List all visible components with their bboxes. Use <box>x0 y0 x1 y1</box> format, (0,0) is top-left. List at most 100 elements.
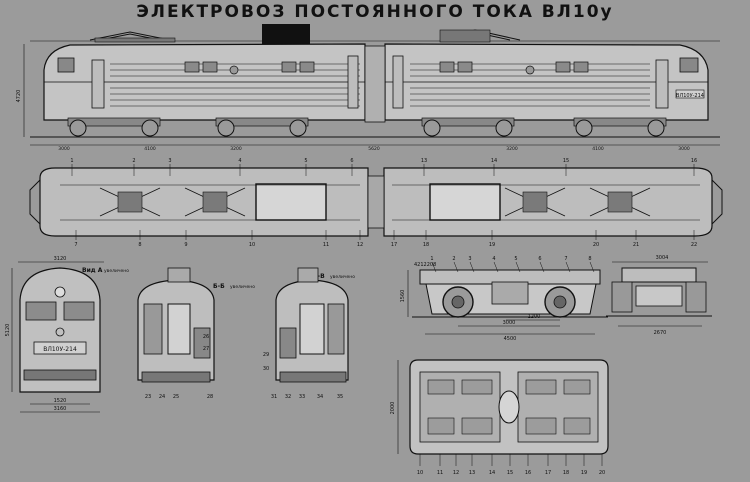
bogie-leader <box>453 261 459 273</box>
side-dim-4: 5620 <box>368 146 380 152</box>
bogie-leader <box>589 261 595 273</box>
plan-bogie-center <box>522 191 548 213</box>
side-dim-1: 3000 <box>58 146 70 152</box>
bogie-plan-callout-19: 19 <box>581 470 587 476</box>
section-b-label-suffix: увеличено <box>330 275 355 280</box>
bogie-plan-view: 2000 10 11 12 13 14 15 16 17 18 19 20 <box>390 359 609 476</box>
bogie-side-callout-3: 3 <box>468 256 471 262</box>
bogie-leader <box>539 261 545 273</box>
section-b-label: В-В <box>313 273 325 280</box>
section-b-callout-33: 33 <box>299 394 305 400</box>
bogie-side-callout-1: 1 <box>430 256 433 262</box>
side-wheel <box>495 119 513 137</box>
bogie-end-view: 3004 2670 <box>606 255 712 336</box>
side-wheel <box>647 119 665 137</box>
section-a-callout-23: 23 <box>145 394 151 400</box>
bogie-side-callout-7: 7 <box>564 256 567 262</box>
side-wheel <box>423 119 441 137</box>
section-coupling <box>364 45 386 123</box>
section-a-callout-26: 26 <box>203 334 209 340</box>
front-bottom-dim-2: 3160 <box>54 406 67 412</box>
plan-callout-top-1: 1 <box>70 158 73 164</box>
bogie-side-label: 4212208 <box>414 262 436 268</box>
side-dim-6: 4100 <box>592 146 604 152</box>
bogie-plan-callout-10: 10 <box>417 470 423 476</box>
side-height-dim: 4720 <box>16 90 22 103</box>
plan-callout-top-6: 6 <box>350 158 353 164</box>
section-a-label: Б-Б <box>213 283 225 290</box>
plan-callout-bottom-19: 19 <box>489 242 495 248</box>
section-b-callout-29: 29 <box>263 352 269 358</box>
side-bogie-frame <box>215 117 309 127</box>
bogie-plan-callout-16: 16 <box>525 470 531 476</box>
bogie-plan-callouts: 10 11 12 13 14 15 16 17 18 19 20 <box>417 454 605 476</box>
drawing-title: ЭЛЕКТРОВОЗ ПОСТОЯННОГО ТОКА ВЛ10у <box>136 2 614 22</box>
plan-callout-top-4: 4 <box>238 158 241 164</box>
plan-callout-bottom-21: 21 <box>633 242 639 248</box>
plan-callout-bottom-10: 10 <box>249 242 255 248</box>
bogie-plan-callout-11: 11 <box>437 470 443 476</box>
bogie-side-callout-6: 6 <box>538 256 541 262</box>
bogie-plan-callout-14: 14 <box>489 470 495 476</box>
section-b-callout-30: 30 <box>263 366 269 372</box>
side-plate-number: ВЛ10У-214 <box>676 93 704 99</box>
side-dim-3: 3200 <box>230 146 242 152</box>
bogie-plan-callout-20: 20 <box>599 470 605 476</box>
bogie-end-dim-gauge: 2670 <box>654 330 667 336</box>
bogie-plan-callout-12: 12 <box>453 470 459 476</box>
bogie-end-dim-width: 3004 <box>656 255 669 261</box>
front-height-dim: 5120 <box>5 324 11 337</box>
front-view: Вид А увеличено 3120 ВЛ10У-214 5120 1520… <box>5 256 129 413</box>
plan-bogie-frames <box>99 187 651 217</box>
bogie-plan-callout-15: 15 <box>507 470 513 476</box>
plan-callout-bottom-12: 12 <box>357 242 363 248</box>
side-bogie-frame <box>67 117 161 127</box>
section-b-callout-32: 32 <box>285 394 291 400</box>
bogie-leader <box>431 261 437 273</box>
plan-callout-top-14: 14 <box>491 158 497 164</box>
bogie-leader <box>469 261 475 273</box>
bogie-side-callout-2: 2 <box>452 256 455 262</box>
section-a-callout-25: 25 <box>173 394 179 400</box>
roof-pantograph-right <box>439 29 521 43</box>
plan-callout-top-3: 3 <box>168 158 171 164</box>
plan-callout-bottom-20: 20 <box>593 242 599 248</box>
bogie-side-callout-4: 4 <box>492 256 495 262</box>
front-width-dim: 3120 <box>54 256 67 262</box>
roof-resistor-block <box>262 24 310 44</box>
section-a-callout-24: 24 <box>159 394 165 400</box>
side-bogies <box>67 117 667 137</box>
side-wheel <box>69 119 87 137</box>
side-wheel <box>575 119 593 137</box>
locomotive-section-left <box>43 43 366 121</box>
bogie-plan-height-dim: 2000 <box>390 402 396 415</box>
plan-callout-bottom-17: 17 <box>391 242 397 248</box>
bogie-plan-callout-17: 17 <box>545 470 551 476</box>
side-dim-7: 3000 <box>678 146 690 152</box>
plan-callout-bottom-9: 9 <box>184 242 187 248</box>
plan-callout-bottom-18: 18 <box>423 242 429 248</box>
plan-callout-bottom-8: 8 <box>138 242 141 248</box>
roof-pantograph-left <box>89 31 176 43</box>
plan-callout-bottom-22: 22 <box>691 242 697 248</box>
section-a-callout-27: 27 <box>203 346 209 352</box>
bogie-plan-callout-18: 18 <box>563 470 569 476</box>
front-view-label-suffix: увеличено <box>104 269 129 274</box>
bogie-side-callout-8: 8 <box>588 256 591 262</box>
side-bogie-frame <box>421 117 515 127</box>
bogie-plan-callout-13: 13 <box>469 470 475 476</box>
plan-bogie-center <box>117 191 143 213</box>
plan-callout-bottom-11: 11 <box>323 242 329 248</box>
plan-callout-top-16: 16 <box>691 158 697 164</box>
bogie-dim-half: 1200 <box>528 314 541 320</box>
front-bottom-dim-1: 1520 <box>54 398 67 404</box>
plan-bogie-center <box>202 191 228 213</box>
